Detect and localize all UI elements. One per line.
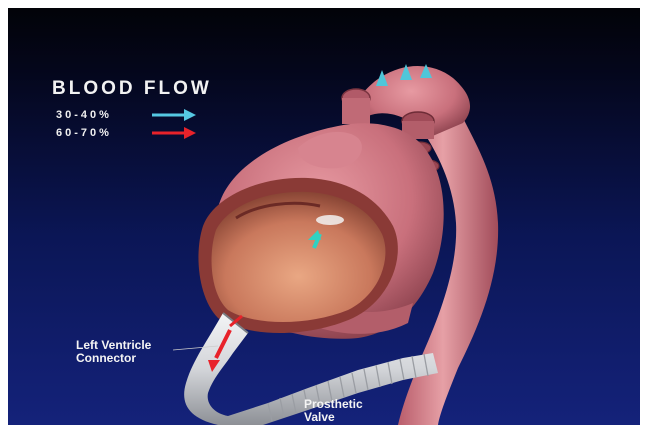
left-ventricle-connector-label: Left Ventricle Connector: [76, 339, 151, 365]
legend-title: BLOOD FLOW: [52, 78, 212, 100]
lvc-label-line2: Connector: [76, 352, 151, 365]
legend-entry-high-flow: 60-70%: [56, 126, 196, 140]
prosthetic-valve-label: Prosthetic Valve: [304, 398, 363, 424]
pv-label-line2: Valve: [304, 411, 363, 424]
legend-label-high: 60-70%: [56, 127, 152, 139]
legend-entry-low-flow: 30-40%: [56, 108, 196, 122]
legend-label-low: 30-40%: [56, 109, 152, 121]
diagram-frame: BLOOD FLOW 30-40% 60-70% Left Ventricle …: [8, 8, 640, 425]
cyan-arrow-icon: [152, 109, 196, 121]
red-arrow-icon: [152, 127, 196, 139]
